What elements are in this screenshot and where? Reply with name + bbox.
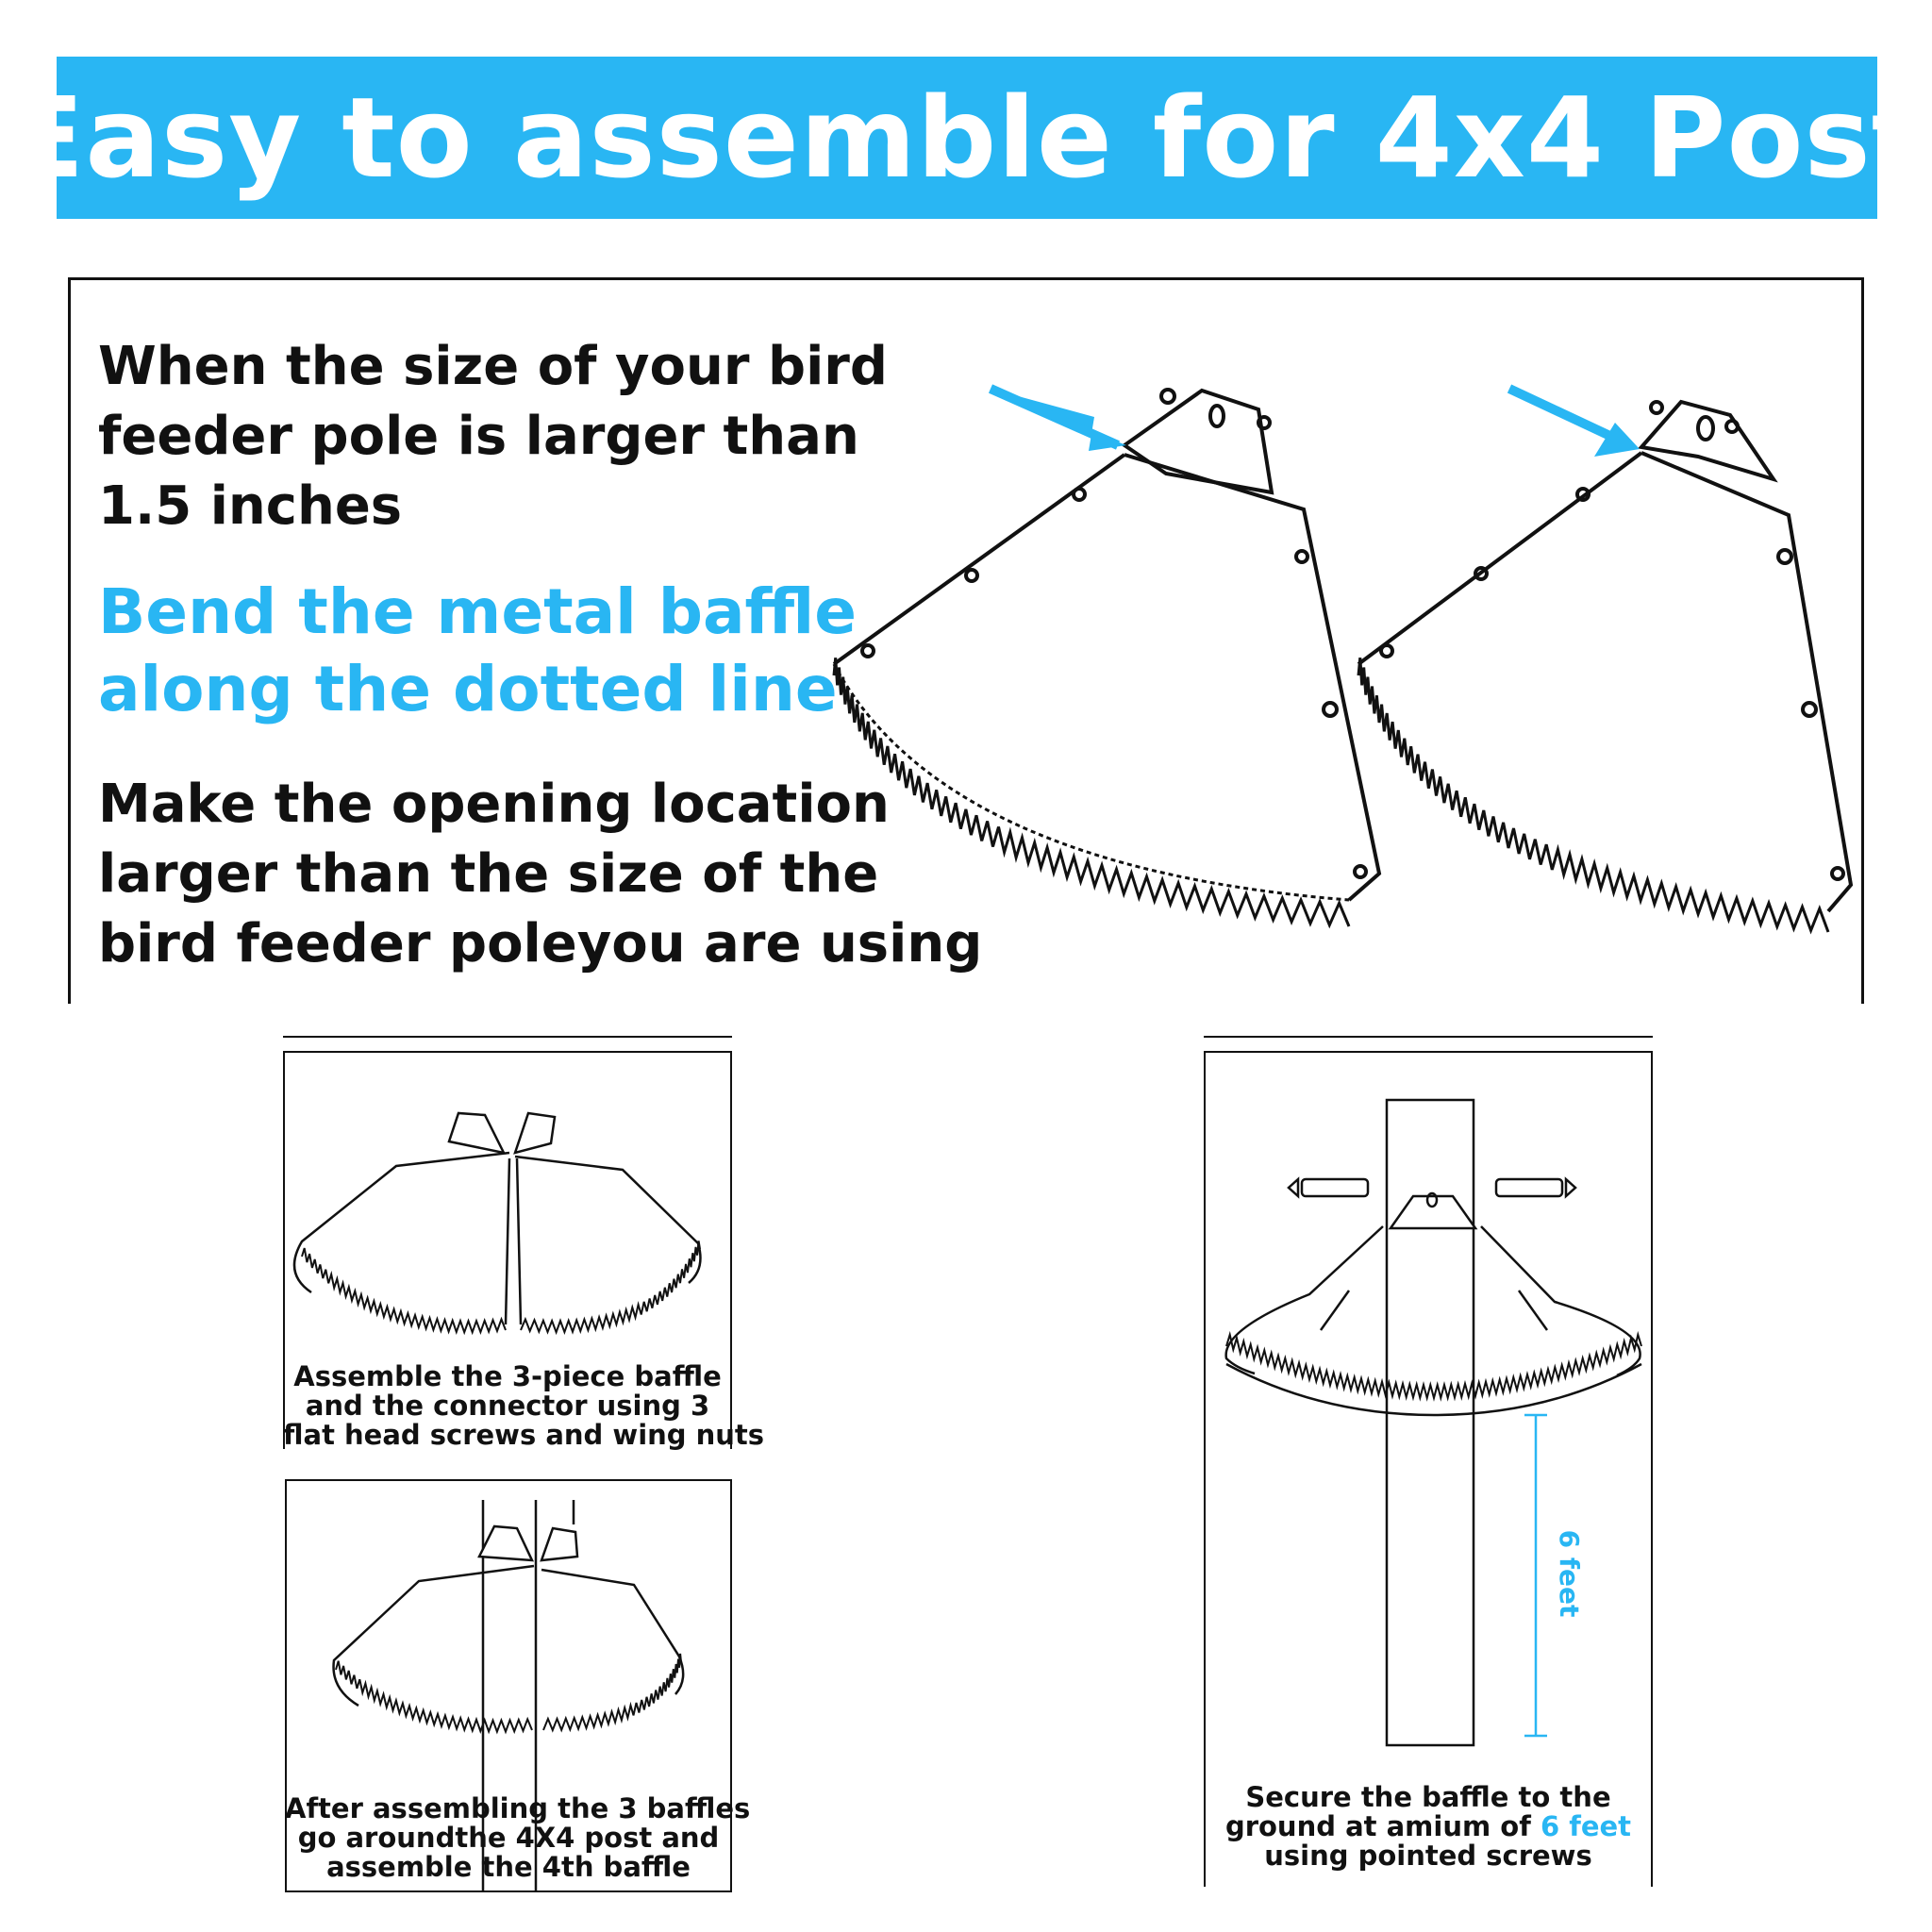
opening-line: bird feeder poleyou are using xyxy=(98,913,983,974)
caption-line: After assembling the 3 baffles xyxy=(285,1792,751,1824)
opening-line: Make the opening location xyxy=(98,774,890,835)
step-secure-caption: Secure the baffle to the ground at amium… xyxy=(1204,1783,1653,1871)
screw-icon xyxy=(1300,1177,1370,1198)
pole-size-note: When the size of your bird feeder pole i… xyxy=(98,332,909,541)
caption-line: and the connector using 3 xyxy=(305,1390,710,1422)
caption-line: ground at amium of 6 feet xyxy=(1224,1810,1632,1842)
step-post-caption: After assembling the 3 baffles go around… xyxy=(285,1792,751,1883)
note-line: When the size of your bird xyxy=(98,336,888,397)
page-title: Easy to assemble for 4x4 Post xyxy=(8,73,1926,203)
bend-line: Bend the metal baffle xyxy=(98,575,857,648)
opening-note: Make the opening location larger than th… xyxy=(98,770,983,979)
top-frame xyxy=(68,277,1864,1004)
divider xyxy=(283,1036,732,1038)
opening-line: larger than the size of the xyxy=(98,843,879,905)
bend-line: along the dotted line xyxy=(98,653,838,725)
step-post-panel xyxy=(285,1479,732,1892)
note-line: 1.5 inches xyxy=(98,475,403,537)
dimension-label: 6 feet xyxy=(1554,1530,1585,1618)
step-assemble-panel xyxy=(283,1051,732,1449)
step-secure-panel xyxy=(1204,1051,1653,1887)
note-line: feeder pole is larger than xyxy=(98,406,859,467)
arrow-icon xyxy=(1594,423,1640,457)
step-assemble-caption: Assemble the 3-piece baffle and the conn… xyxy=(283,1360,765,1451)
caption-line: assemble the 4th baffle xyxy=(326,1851,691,1883)
caption-line: go aroundthe 4X4 post and xyxy=(297,1822,720,1854)
caption-line: using pointed screws xyxy=(1264,1840,1592,1872)
caption-line: Assemble the 3-piece baffle xyxy=(293,1360,722,1392)
divider xyxy=(1204,1036,1653,1038)
screw-icon xyxy=(1494,1177,1564,1198)
title-banner: Easy to assemble for 4x4 Post xyxy=(8,57,1924,219)
caption-line: flat head screws and wing nuts xyxy=(283,1419,765,1451)
bend-instruction: Bend the metal baffle along the dotted l… xyxy=(98,574,909,728)
dimension-line xyxy=(1524,1413,1547,1738)
caption-line: Secure the baffle to the xyxy=(1245,1781,1611,1813)
